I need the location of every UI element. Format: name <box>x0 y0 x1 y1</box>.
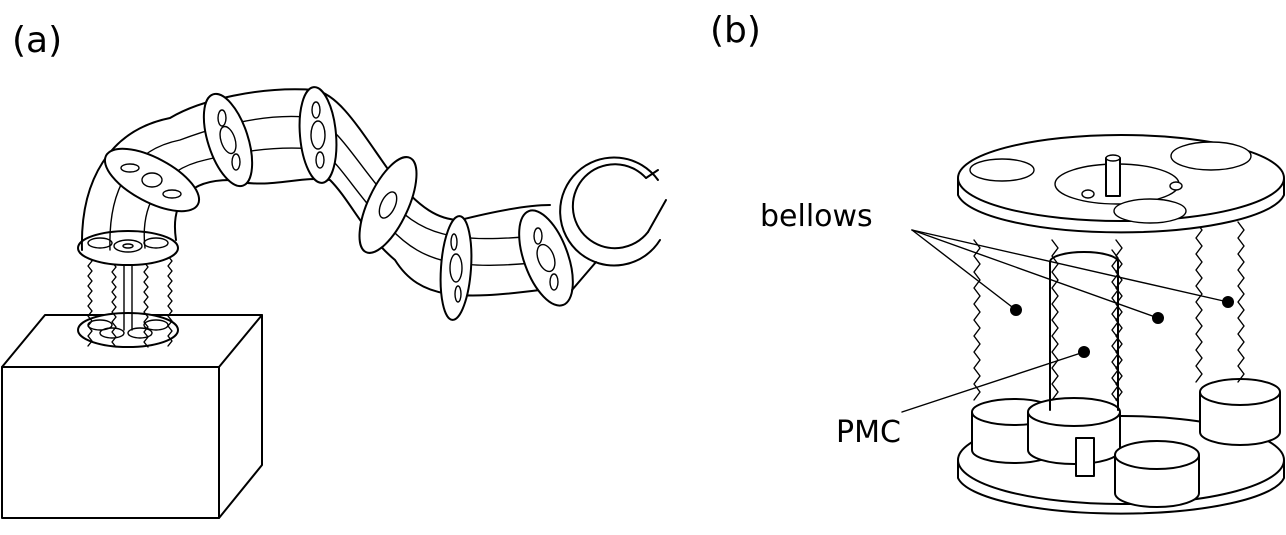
panel-a: (a) <box>1 20 667 519</box>
pmc-annotation: PMC <box>836 346 1090 450</box>
bellows-marker-1 <box>1010 304 1022 316</box>
bellows-label: bellows <box>760 199 873 234</box>
bellows-columns <box>973 221 1245 403</box>
bellows-marker-2 <box>1152 312 1164 324</box>
panel-b-label: (b) <box>710 10 761 51</box>
top-plate <box>957 134 1285 234</box>
bellows-marker-3 <box>1222 296 1234 308</box>
pmc-label: PMC <box>836 415 901 450</box>
base-box <box>1 314 263 519</box>
bellows-annotation: bellows <box>760 199 1234 324</box>
lower-cylinders <box>971 378 1281 508</box>
module-a <box>77 230 179 348</box>
pmc-marker <box>1078 346 1090 358</box>
arm-disks <box>103 86 574 321</box>
panel-a-label: (a) <box>12 20 62 61</box>
panel-b: (b) <box>710 10 1285 515</box>
pmc-column <box>1049 251 1119 411</box>
gripper-ring <box>559 156 667 291</box>
